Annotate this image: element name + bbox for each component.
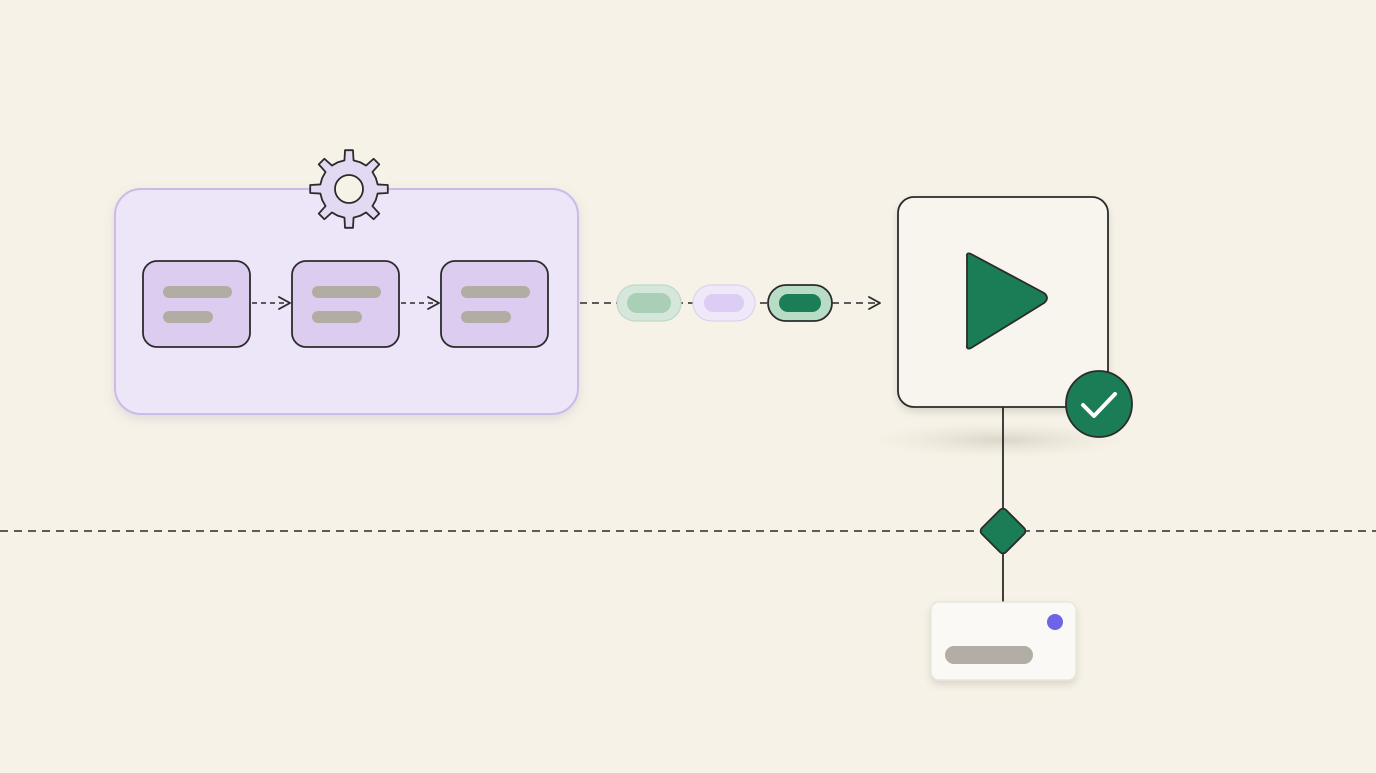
- pipeline-group[interactable]: [114, 149, 579, 415]
- output-card[interactable]: [930, 601, 1077, 681]
- diamond-icon[interactable]: [979, 507, 1027, 555]
- check-circle-icon: [1065, 370, 1133, 438]
- pipeline-step-1[interactable]: [142, 260, 251, 348]
- output-text-line: [945, 646, 1033, 664]
- text-lines-icon: [461, 286, 530, 323]
- run-node-shadow: [871, 422, 1131, 458]
- status-dot: [1047, 614, 1063, 630]
- token-1: [616, 284, 682, 322]
- token-3: [767, 284, 833, 322]
- token-2: [692, 284, 756, 322]
- gear-icon: [309, 149, 389, 229]
- text-lines-icon: [312, 286, 381, 323]
- text-lines-icon: [163, 286, 232, 323]
- run-node[interactable]: [897, 196, 1109, 408]
- play-icon[interactable]: [965, 252, 1048, 350]
- pipeline-step-3[interactable]: [440, 260, 549, 348]
- pipeline-step-2[interactable]: [291, 260, 400, 348]
